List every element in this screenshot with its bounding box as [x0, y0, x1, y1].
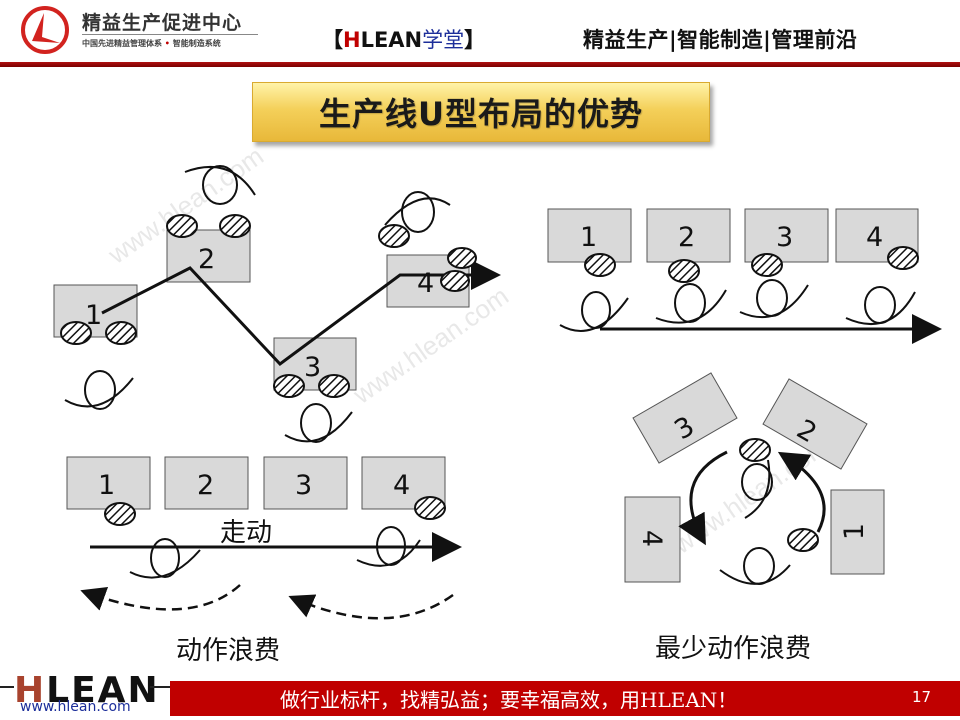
zigzag-layout [53, 165, 501, 443]
logo-icon [21, 6, 69, 54]
brand-open-bracket: 【 [322, 28, 343, 52]
caption-least-motion-waste: 最少动作浪费 [655, 634, 812, 664]
logo-divider [82, 34, 258, 35]
logo-subtitle-left: 中国先进精益管理体系 [82, 39, 162, 48]
brand-close-bracket: 】 [464, 28, 486, 52]
brand-xuetang: 学堂 [422, 28, 465, 52]
brand-label: 【HLEAN学堂】 [322, 24, 485, 54]
station-number: 2 [197, 470, 215, 501]
logo-subtitle: 中国先进精益管理体系 • 智能制造系统 [82, 38, 221, 49]
footer-logo-h: H [14, 670, 47, 711]
brand-h: H [343, 28, 361, 52]
station-number: 1 [85, 300, 103, 331]
footer-logo-dash [0, 686, 14, 688]
header: 精益生产促进中心 中国先进精益管理体系 • 智能制造系统 【HLEAN学堂】 精… [0, 0, 960, 64]
station-number: 2 [198, 244, 216, 275]
page-number: 17 [912, 688, 932, 706]
station-number: 1 [839, 522, 871, 541]
footer-band [170, 681, 960, 716]
station-number: 4 [636, 529, 668, 548]
station-number: 1 [98, 470, 116, 501]
footer-logo: HLEAN [14, 670, 160, 711]
footer-slogan: 做行业标杆，找精弘益；要幸福高效，用HLEAN！ [280, 688, 738, 712]
straight-bottom-layout [66, 456, 462, 620]
caption-motion-waste: 动作浪费 [176, 636, 281, 666]
u-shape-layout [624, 372, 885, 585]
station-number: 3 [776, 222, 794, 253]
header-red-band [0, 62, 960, 67]
walk-label: 走动 [220, 518, 273, 548]
brand-lean: LEAN [360, 28, 423, 52]
header-tagline: 精益生产|智能制造|管理前沿 [583, 28, 858, 52]
station-number: 4 [866, 222, 884, 253]
station-number: 1 [580, 222, 598, 253]
station-number: 4 [393, 470, 411, 501]
logo-subtitle-right: 智能制造系统 [172, 39, 221, 48]
footer-logo-rest: LEAN [46, 670, 160, 711]
logo-title: 精益生产促进中心 [82, 12, 243, 34]
slide-title: 生产线U型布局的优势 [319, 95, 643, 133]
logo-subtitle-dot: • [164, 39, 170, 48]
footer-logo-dash [150, 686, 172, 688]
station-number: 2 [678, 222, 696, 253]
station-number: 3 [304, 352, 322, 383]
straight-top-layout [547, 208, 942, 344]
station-number: 3 [295, 470, 313, 501]
footer-url[interactable]: www.hlean.com [20, 699, 131, 715]
slide-title-box: 生产线U型布局的优势 [252, 82, 710, 142]
station-number: 4 [417, 268, 435, 299]
